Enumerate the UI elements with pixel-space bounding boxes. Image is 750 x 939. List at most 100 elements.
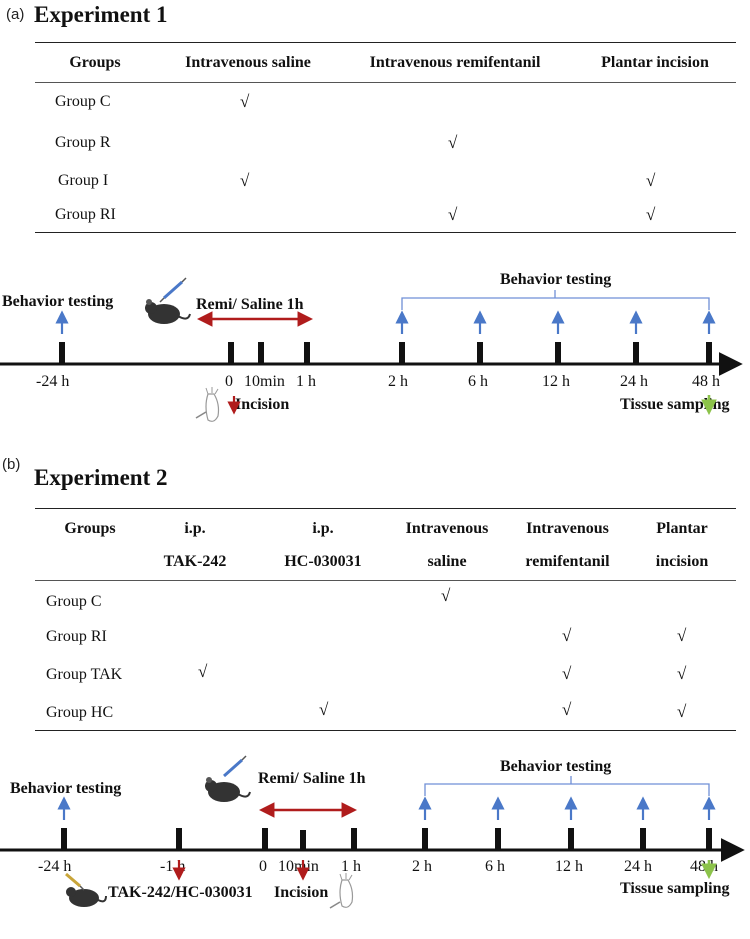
timeline-a-incision-label: Incision: [235, 396, 290, 413]
table-b-header-hcip: i.p.: [312, 520, 334, 537]
timeline-a-graphic: [0, 277, 743, 422]
timeline-b-tick: [706, 828, 712, 850]
timeline-a-tick-label: 12 h: [542, 373, 570, 390]
timeline-a-tick-label: 2 h: [388, 373, 408, 390]
table-b-row-label: Group RI: [46, 628, 107, 645]
table-b-row-label: Group HC: [46, 704, 114, 721]
table-a-row-label: Group RI: [55, 206, 116, 223]
timeline-a-tick-label: 10min: [244, 373, 285, 390]
timeline-a-tick: [477, 342, 483, 364]
timeline-a-bracket-label: Behavior testing: [500, 271, 612, 288]
timeline-b-tick-label: 0: [259, 858, 267, 875]
timeline-b-tick: [61, 828, 67, 850]
timeline-b-tick-label: 6 h: [485, 858, 505, 875]
table-b-check: √: [677, 626, 687, 645]
table-b-check: √: [677, 664, 687, 683]
table-a-bottom-rule: [35, 232, 736, 233]
timeline-b-tick: [351, 828, 357, 850]
timeline-a-tick-label: 48 h: [692, 373, 720, 390]
timeline-a-tick: [258, 342, 264, 364]
timeline-b-bracket-label: Behavior testing: [500, 758, 612, 775]
timeline-b-tick-label: 2 h: [412, 858, 432, 875]
table-b-header-rule: [35, 580, 736, 581]
timeline-a-tick: [555, 342, 561, 364]
table-a-top-rule: [35, 42, 736, 43]
table-a-header-incision: Plantar incision: [601, 54, 709, 71]
timeline-b-incision-label: Incision: [274, 884, 329, 901]
table-b-bottom-rule: [35, 730, 736, 731]
table-b-check: √: [319, 700, 329, 719]
table-b-check: √: [562, 626, 572, 645]
behavior-bracket: [401, 297, 710, 310]
table-a-header-remifentanil: Intravenous remifentanil: [369, 54, 541, 71]
timeline-a-tick: [633, 342, 639, 364]
timeline-b-tick: [422, 828, 428, 850]
table-b-check: √: [562, 664, 572, 683]
timeline-b-drug-label: TAK-242/HC-030031: [108, 884, 253, 901]
table-b-header-saline: saline: [427, 553, 467, 570]
timeline-b-tick: [262, 828, 268, 850]
table-a-check: √: [448, 133, 458, 152]
timeline-b-infusion-label: Remi/ Saline 1h: [258, 770, 366, 787]
table-b-header-hc: HC-030031: [284, 553, 362, 570]
timeline-a-tick-label: 24 h: [620, 373, 648, 390]
table-a-row-label: Group R: [55, 134, 111, 151]
table-b-row-label: Group C: [46, 593, 102, 610]
timeline-a-tick-label: 6 h: [468, 373, 488, 390]
table-b-row-label: Group TAK: [46, 666, 123, 683]
table-a-header-groups: Groups: [69, 54, 121, 71]
table-a-header-rule: [35, 82, 736, 83]
paw-scalpel-icon: [329, 873, 354, 909]
timeline-a-tick: [399, 342, 405, 364]
timeline-a-tick: [706, 342, 712, 364]
table-a-header-saline: Intravenous saline: [185, 54, 311, 71]
table-a-check: √: [646, 205, 656, 224]
timeline-a-tick-label: 0: [225, 373, 233, 390]
timeline-b-tick-label: 24 h: [624, 858, 652, 875]
table-b-header-plantar: Plantar: [656, 520, 708, 537]
mouse-syringe-icon: [65, 872, 107, 907]
timeline-b-tick: [176, 828, 182, 850]
behavior-bracket: [424, 783, 710, 796]
timeline-b-tick: [640, 828, 646, 850]
mouse-syringe-icon: [205, 755, 251, 802]
timeline-b-graphic: [0, 755, 745, 909]
timeline-b-tick: [568, 828, 574, 850]
timeline-a-tick: [304, 342, 310, 364]
timeline-b-tick-label: 1 h: [341, 858, 361, 875]
timeline-b-tick-label: -24 h: [38, 858, 72, 875]
table-b-header-iv: Intravenous: [405, 520, 489, 537]
table-a-check: √: [240, 171, 250, 190]
table-b-header-takip: i.p.: [184, 520, 206, 537]
timeline-a-behavior-testing-label: Behavior testing: [2, 293, 114, 310]
timeline-b-tick-label: 12 h: [555, 858, 583, 875]
table-a-row-label: Group I: [58, 172, 109, 189]
table-b-check: √: [677, 702, 687, 721]
timeline-a-tick-label: 1 h: [296, 373, 316, 390]
panel-b-title: Experiment 2: [34, 465, 168, 490]
panel-a-title: Experiment 1: [34, 2, 168, 27]
timeline-a-infusion-label: Remi/ Saline 1h: [196, 296, 304, 313]
table-b-header-remi: remifentanil: [525, 553, 610, 570]
table-b-top-rule: [35, 508, 736, 509]
timeline-b-tick: [300, 830, 306, 850]
table-b-header-tak: TAK-242: [163, 553, 227, 570]
table-b-header-incision: incision: [655, 553, 709, 570]
timeline-b-tick: [495, 828, 501, 850]
table-b-check: √: [198, 662, 208, 681]
timeline-b-behavior-testing-label: Behavior testing: [10, 780, 122, 797]
panel-b-label: (b): [2, 456, 21, 473]
timeline-a-tick: [228, 342, 234, 364]
table-b-check: √: [441, 586, 451, 605]
panel-a-label: (a): [6, 6, 25, 23]
timeline-b-tissue-label: Tissue sampling: [620, 880, 730, 897]
timeline-a-tick-label: -24 h: [36, 373, 70, 390]
table-a-check: √: [448, 205, 458, 224]
table-b-header-groups: Groups: [64, 520, 116, 537]
paw-scalpel-icon: [195, 387, 220, 422]
timeline-a-tick: [59, 342, 65, 364]
table-a-check: √: [646, 171, 656, 190]
table-a-row-label: Group C: [55, 93, 111, 110]
table-b-header-iv2: Intravenous: [526, 520, 609, 537]
table-a-check: √: [240, 92, 250, 111]
